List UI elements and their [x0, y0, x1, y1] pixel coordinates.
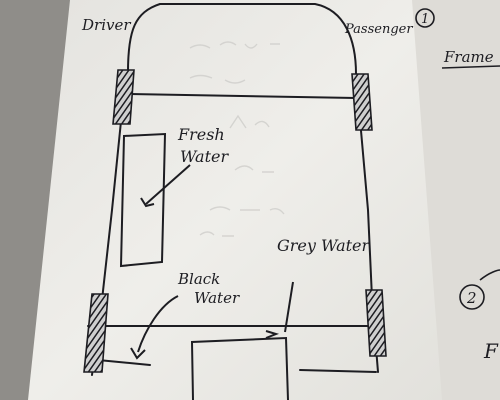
vehicle-roof-curve [127, 3, 357, 75]
frame-underline [441, 65, 500, 69]
grey-water-arrowhead [265, 330, 280, 339]
right-sheet-marks [415, 8, 500, 310]
passenger-label: Passenger [344, 22, 413, 37]
page-number-label: 1 [421, 12, 429, 27]
wheel-front-left [112, 69, 135, 125]
black-water-pointer [130, 295, 179, 360]
fresh-water-arrowhead [140, 197, 155, 208]
bottom-right-line [299, 369, 377, 373]
second-number-label: 2 [466, 289, 477, 307]
bleed-through-marks [189, 41, 285, 237]
grey-water-pointer [265, 281, 294, 339]
black-water-label-line2: Water [194, 289, 240, 307]
right-sheet-curve [479, 269, 500, 281]
fresh-water-arrow [145, 164, 191, 205]
black-water-tank [190, 336, 289, 400]
grey-water-label: Grey Water [277, 236, 371, 255]
fresh-water-label-line1: Fresh [177, 125, 225, 144]
driver-label: Driver [81, 16, 131, 34]
partial-letter-label: F [483, 339, 499, 363]
page-number-circle [415, 8, 435, 28]
wheel-rear-right [365, 289, 387, 357]
wheel-front-right [351, 73, 373, 131]
second-number-circle [459, 284, 485, 310]
wheels [83, 69, 387, 373]
black-water-label-line1: Black [177, 270, 220, 288]
black-water-arrowhead [130, 347, 146, 360]
frame-label: Frame [443, 48, 494, 66]
front-axle-line [129, 93, 357, 99]
bottom-left-line [97, 359, 151, 366]
fresh-water-label-line2: Water [180, 147, 229, 166]
fresh-water-tank [119, 132, 191, 268]
wheel-rear-left [83, 293, 109, 373]
